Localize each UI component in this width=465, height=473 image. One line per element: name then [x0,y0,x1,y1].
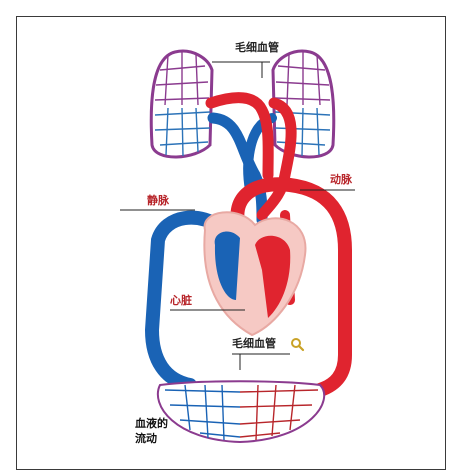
label-capillary-bottom: 毛细血管 [232,338,276,350]
caption-line-1: 血液的 [135,416,168,431]
label-heart: 心脏 [170,295,192,307]
left-lung [151,51,212,157]
label-capillary-top: 毛细血管 [235,42,279,54]
label-vein: 静脉 [147,195,169,207]
diagram-caption: 血液的 流动 [135,416,168,446]
caption-line-2: 流动 [135,431,168,446]
magnifier-icon [292,339,303,350]
heart [204,212,305,335]
label-artery: 动脉 [330,174,352,186]
capillary-bed [158,381,324,442]
